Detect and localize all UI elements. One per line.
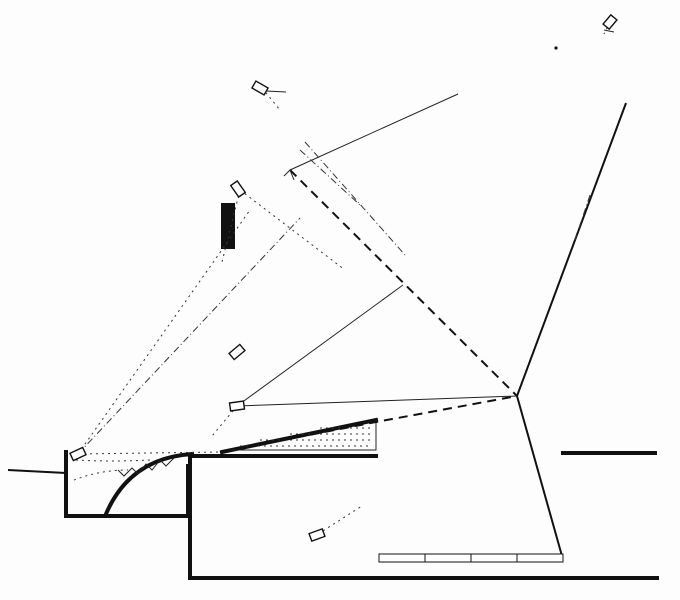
wall-block-tip	[221, 236, 235, 249]
projector-icon	[228, 400, 246, 412]
main-dashed-ray	[289, 169, 518, 397]
curved-seating	[103, 451, 195, 517]
projector-icon	[308, 527, 326, 543]
proj-apex-down	[299, 149, 361, 206]
stage-pad	[470, 553, 518, 563]
ray-apex-up	[289, 93, 459, 171]
stage-pads	[378, 553, 564, 563]
proj-upper-lamp-long	[304, 141, 406, 256]
stage-pad	[378, 553, 426, 563]
wall-block	[221, 203, 235, 249]
apex-mark	[283, 169, 295, 181]
raked-floor-underside	[230, 420, 377, 451]
projector-icon	[250, 80, 287, 96]
proj-left-long	[77, 209, 251, 455]
proj-left-mid	[77, 217, 301, 455]
proj-top-lamp-a	[239, 189, 346, 271]
stage-pad	[516, 553, 564, 563]
marker-dot	[554, 46, 558, 50]
projector-icon	[602, 13, 618, 33]
proj-lower-lamp	[317, 505, 363, 535]
right-tall-wall	[516, 102, 627, 397]
lower-dashed-ray	[221, 395, 518, 453]
raked-floor-hatch	[240, 427, 372, 447]
projector-icon	[69, 446, 87, 462]
seating-steps	[117, 457, 175, 477]
proj-left-to-floor	[77, 451, 223, 455]
projector-icon	[228, 343, 246, 361]
pit-sightline-a	[75, 459, 151, 462]
ground-line-left	[7, 469, 67, 474]
ray-lamp-to-apex	[236, 284, 404, 407]
pit-outline	[64, 450, 190, 518]
proj-top-lamp-b	[221, 189, 241, 263]
stage-pad	[424, 553, 472, 563]
projector-icon	[229, 179, 247, 199]
ray-lamp-to-right	[236, 395, 518, 407]
right-lower-wall	[516, 395, 563, 557]
